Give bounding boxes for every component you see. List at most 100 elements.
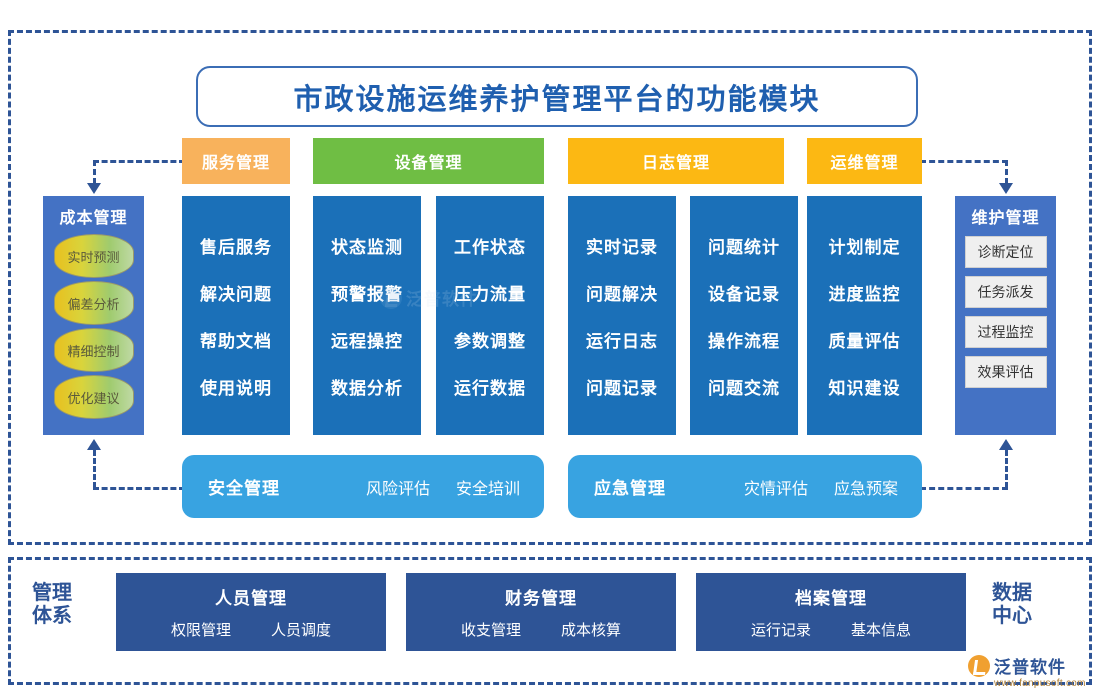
column-equipment-1: 状态监测 预警报警 远程操控 数据分析 <box>313 196 421 435</box>
cost-cylinder-label: 精细控制 <box>67 343 120 359</box>
connector-ops-to-maintenance-horizontal <box>920 160 1008 163</box>
maintenance-management-title: 维护管理 <box>971 210 1040 227</box>
list-item[interactable]: 风险评估 <box>365 480 430 498</box>
list-item[interactable]: 参数调整 <box>454 331 526 351</box>
list-item[interactable]: 状态监测 <box>331 237 403 257</box>
management-system-label: 管理 体系 <box>26 582 78 628</box>
cost-cylinder[interactable]: 优化建议 <box>53 375 134 419</box>
list-item[interactable]: 安全培训 <box>455 480 520 498</box>
header-tab-operations[interactable]: 运维管理 <box>807 138 922 184</box>
header-tab-service[interactable]: 服务管理 <box>182 138 290 184</box>
safety-management-title: 安全管理 <box>208 479 280 498</box>
connector-ops-to-maintenance-vertical <box>1005 160 1008 184</box>
header-tab-equipment-label: 设备管理 <box>394 155 463 172</box>
maintenance-management-panel: 维护管理 诊断定位 任务派发 过程监控 效果评估 <box>955 196 1056 435</box>
archive-management-title: 档案管理 <box>795 589 867 608</box>
arrow-up-into-cost-panel <box>87 439 101 450</box>
emergency-management-box[interactable]: 应急管理 灾情评估 应急预案 <box>568 455 922 518</box>
cost-cylinder[interactable]: 偏差分析 <box>53 281 134 325</box>
list-item[interactable]: 进度监控 <box>828 284 901 304</box>
page-title: 市政设施运维养护管理平台的功能模块 <box>196 66 918 127</box>
list-item[interactable]: 压力流量 <box>454 284 526 304</box>
finance-management-box[interactable]: 财务管理 收支管理 成本核算 <box>406 573 676 651</box>
header-tab-log[interactable]: 日志管理 <box>568 138 784 184</box>
list-item[interactable]: 灾情评估 <box>743 480 808 498</box>
safety-management-items: 风险评估 安全培训 <box>366 475 520 499</box>
management-frame <box>8 557 1092 685</box>
connector-safety-to-cost-horizontal <box>93 487 185 490</box>
column-operations: 计划制定 进度监控 质量评估 知识建设 <box>807 196 922 435</box>
list-item[interactable]: 工作状态 <box>454 237 526 257</box>
archive-management-items: 运行记录 基本信息 <box>751 619 911 640</box>
data-center-label-line2: 中心 <box>992 605 1032 627</box>
maintenance-item[interactable]: 过程监控 <box>964 316 1047 348</box>
list-item[interactable]: 知识建设 <box>828 378 901 398</box>
connector-emergency-to-maintenance-horizontal <box>920 487 1008 490</box>
cost-management-panel: 成本管理 实时预测 偏差分析 精细控制 优化建议 <box>43 196 144 435</box>
maintenance-item-list: 诊断定位 任务派发 过程监控 效果评估 <box>964 236 1047 388</box>
connector-emergency-to-maintenance-vertical <box>1005 450 1008 488</box>
list-item[interactable]: 解决问题 <box>200 284 272 304</box>
fanpu-logo-row: 泛普软件 <box>968 653 1066 678</box>
cost-cylinder[interactable]: 精细控制 <box>53 328 134 372</box>
list-item[interactable]: 预警报警 <box>331 284 403 304</box>
header-tab-equipment[interactable]: 设备管理 <box>313 138 544 184</box>
list-item[interactable]: 问题解决 <box>586 284 658 304</box>
personnel-management-box[interactable]: 人员管理 权限管理 人员调度 <box>116 573 386 651</box>
maintenance-item[interactable]: 任务派发 <box>964 276 1047 308</box>
list-item[interactable]: 运行日志 <box>586 331 658 351</box>
list-item[interactable]: 设备记录 <box>708 284 780 304</box>
cost-cylinder-label: 优化建议 <box>67 390 120 406</box>
fanpu-logo-name: 泛普软件 <box>994 658 1066 677</box>
list-item[interactable]: 问题记录 <box>586 378 658 398</box>
column-log-2: 问题统计 设备记录 操作流程 问题交流 <box>690 196 798 435</box>
cost-cylinder-label: 实时预测 <box>67 249 120 265</box>
column-log-1: 实时记录 问题解决 运行日志 问题记录 <box>568 196 676 435</box>
list-item[interactable]: 质量评估 <box>828 331 901 351</box>
list-item[interactable]: 权限管理 <box>170 622 231 639</box>
arrow-into-cost-panel <box>87 183 101 194</box>
list-item[interactable]: 实时记录 <box>586 237 658 257</box>
arrow-into-maintenance-panel <box>999 183 1013 194</box>
arrow-up-into-maintenance-panel <box>999 439 1013 450</box>
list-item[interactable]: 计划制定 <box>828 237 901 257</box>
data-center-label: 数据 中心 <box>986 582 1038 628</box>
list-item[interactable]: 基本信息 <box>851 622 912 639</box>
list-item[interactable]: 问题统计 <box>708 237 780 257</box>
list-item[interactable]: 收支管理 <box>460 622 521 639</box>
list-item[interactable]: 人员调度 <box>271 622 332 639</box>
list-item[interactable]: 成本核算 <box>561 622 622 639</box>
archive-management-box[interactable]: 档案管理 运行记录 基本信息 <box>696 573 966 651</box>
data-center-label-line1: 数据 <box>992 582 1032 604</box>
list-item[interactable]: 帮助文档 <box>200 331 272 351</box>
finance-management-title: 财务管理 <box>505 589 577 608</box>
cost-cylinder[interactable]: 实时预测 <box>53 234 134 278</box>
cost-management-title: 成本管理 <box>59 210 128 227</box>
list-item[interactable]: 运行数据 <box>454 378 526 398</box>
list-item[interactable]: 数据分析 <box>331 378 403 398</box>
list-item[interactable]: 操作流程 <box>708 331 780 351</box>
list-item[interactable]: 应急预案 <box>833 480 898 498</box>
column-service: 售后服务 解决问题 帮助文档 使用说明 <box>182 196 290 435</box>
list-item[interactable]: 运行记录 <box>750 622 811 639</box>
maintenance-item[interactable]: 诊断定位 <box>964 236 1047 268</box>
page-title-text: 市政设施运维养护管理平台的功能模块 <box>293 83 821 116</box>
safety-management-box[interactable]: 安全管理 风险评估 安全培训 <box>182 455 544 518</box>
header-tab-service-label: 服务管理 <box>201 155 270 172</box>
header-tab-log-label: 日志管理 <box>641 155 710 172</box>
list-item[interactable]: 问题交流 <box>708 378 780 398</box>
connector-service-to-cost-horizontal <box>93 160 185 163</box>
cost-cylinder-stack: 实时预测 偏差分析 精细控制 优化建议 <box>53 234 134 419</box>
list-item[interactable]: 售后服务 <box>200 237 272 257</box>
list-item[interactable]: 远程操控 <box>331 331 403 351</box>
list-item[interactable]: 使用说明 <box>200 378 272 398</box>
connector-safety-to-cost-vertical <box>93 450 96 488</box>
personnel-management-items: 权限管理 人员调度 <box>171 619 331 640</box>
maintenance-item[interactable]: 效果评估 <box>964 356 1047 388</box>
fanpu-logo-url: www.fanpusoft.com <box>994 678 1086 689</box>
fanpu-logo-icon <box>968 654 990 677</box>
fanpu-logo: 泛普软件 www.fanpusoft.com <box>968 648 1094 694</box>
cost-cylinder-label: 偏差分析 <box>67 296 120 312</box>
emergency-management-items: 灾情评估 应急预案 <box>744 475 898 499</box>
